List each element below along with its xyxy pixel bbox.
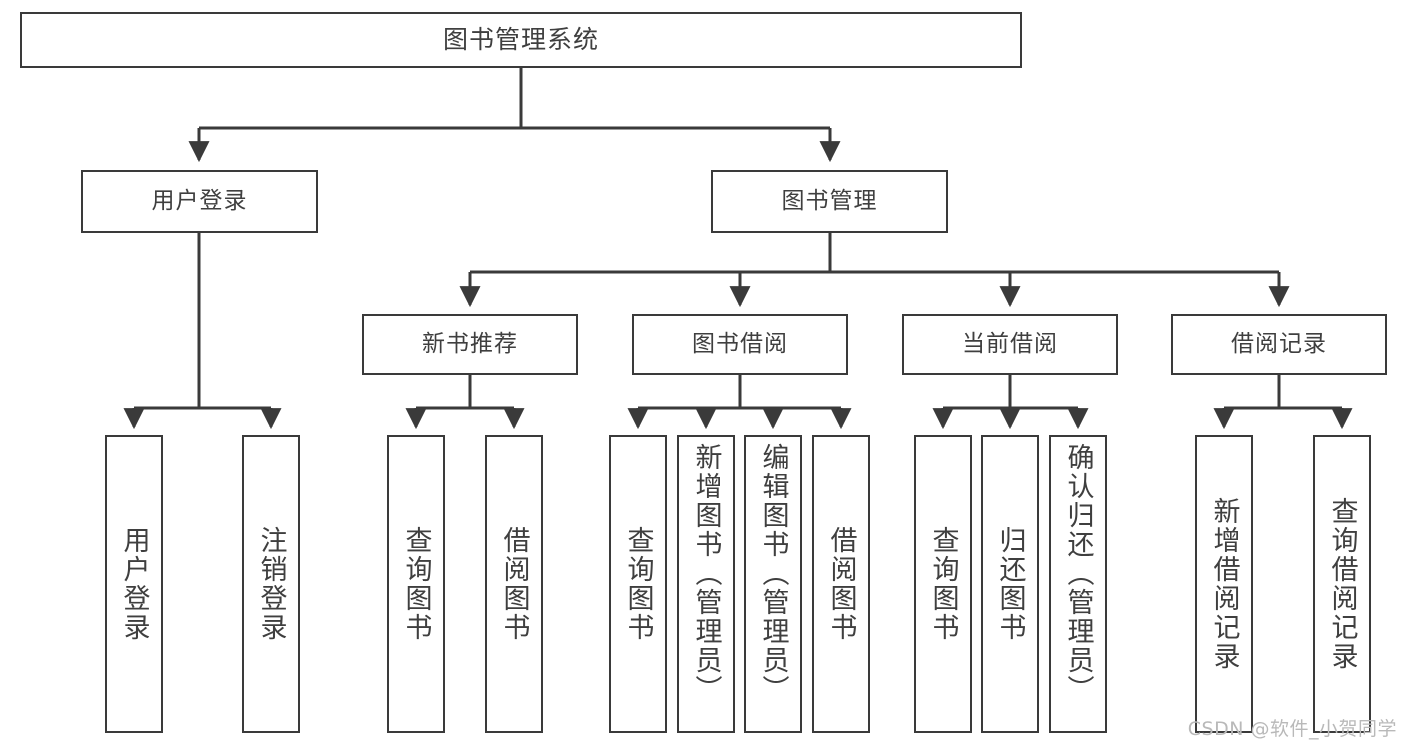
node-leaf-bb-query-book[interactable]: 查询图书 bbox=[609, 435, 667, 733]
node-leaf-cb-return-book[interactable]: 归还图书 bbox=[981, 435, 1039, 733]
node-label: 新增借阅记录 bbox=[1208, 497, 1240, 671]
node-leaf-nb-query-book[interactable]: 查询图书 bbox=[387, 435, 445, 733]
node-borrow-record[interactable]: 借阅记录 bbox=[1171, 314, 1387, 375]
node-leaf-bb-edit-book-admin[interactable]: 编辑图书（管理员） bbox=[744, 435, 802, 733]
node-leaf-br-add-record[interactable]: 新增借阅记录 bbox=[1195, 435, 1253, 733]
node-book-management[interactable]: 图书管理 bbox=[711, 170, 948, 233]
node-label: 归还图书 bbox=[994, 526, 1026, 642]
node-current-borrow[interactable]: 当前借阅 bbox=[902, 314, 1118, 375]
node-leaf-nb-borrow-book[interactable]: 借阅图书 bbox=[485, 435, 543, 733]
node-label: 查询图书 bbox=[622, 526, 654, 642]
node-label: 注销登录 bbox=[255, 526, 287, 642]
node-user-login[interactable]: 用户登录 bbox=[81, 170, 318, 233]
node-leaf-user-login[interactable]: 用户登录 bbox=[105, 435, 163, 733]
node-label: 确认归还（管理员） bbox=[1062, 443, 1094, 704]
node-label: 借阅图书 bbox=[498, 526, 530, 642]
node-label: 借阅记录 bbox=[1231, 331, 1327, 358]
node-label: 新书推荐 bbox=[422, 331, 518, 358]
node-label: 编辑图书（管理员） bbox=[757, 443, 789, 704]
node-root-system[interactable]: 图书管理系统 bbox=[20, 12, 1022, 68]
node-label: 用户登录 bbox=[118, 526, 150, 642]
node-label: 图书管理 bbox=[781, 188, 878, 215]
node-leaf-br-query-record[interactable]: 查询借阅记录 bbox=[1313, 435, 1371, 733]
node-leaf-cb-query-book[interactable]: 查询图书 bbox=[914, 435, 972, 733]
node-label: 新增图书（管理员） bbox=[690, 443, 722, 704]
node-leaf-cb-confirm-return-admin[interactable]: 确认归还（管理员） bbox=[1049, 435, 1107, 733]
node-leaf-logout[interactable]: 注销登录 bbox=[242, 435, 300, 733]
csdn-watermark: CSDN @软件_小贺同学 bbox=[1187, 718, 1397, 740]
node-label: 借阅图书 bbox=[825, 526, 857, 642]
node-label: 当前借阅 bbox=[962, 331, 1058, 358]
node-book-borrow[interactable]: 图书借阅 bbox=[632, 314, 848, 375]
node-leaf-bb-borrow-book[interactable]: 借阅图书 bbox=[812, 435, 870, 733]
node-label: 查询图书 bbox=[927, 526, 959, 642]
node-label: 图书管理系统 bbox=[442, 24, 599, 54]
node-label: 用户登录 bbox=[151, 188, 248, 215]
node-label: 查询借阅记录 bbox=[1326, 497, 1358, 671]
node-label: 查询图书 bbox=[400, 526, 432, 642]
node-label: 图书借阅 bbox=[692, 331, 788, 358]
node-leaf-bb-add-book-admin[interactable]: 新增图书（管理员） bbox=[677, 435, 735, 733]
node-new-book-recommend[interactable]: 新书推荐 bbox=[362, 314, 578, 375]
